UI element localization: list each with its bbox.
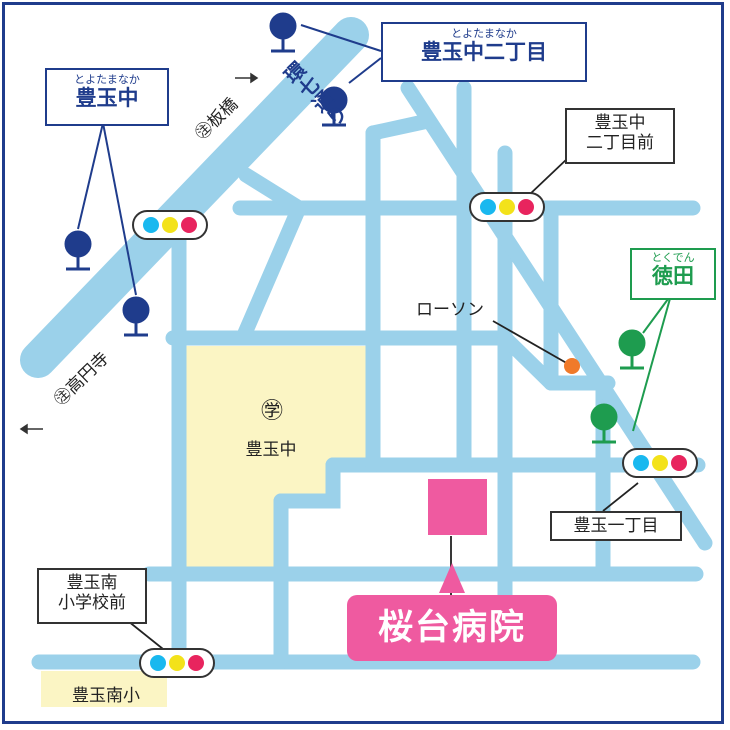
school-icon: ㊫ <box>260 399 283 424</box>
bus-stop-icon <box>590 403 618 444</box>
station-tokuden[interactable]: とくでん 徳田 <box>630 248 716 300</box>
station-leaders <box>77 24 382 296</box>
traffic-signal-icon <box>139 648 215 678</box>
station-toyotamanaka[interactable]: とよたまなか 豊玉中 <box>45 68 169 126</box>
lawson-label: ローソン <box>416 300 484 320</box>
hospital-pointer <box>439 563 465 593</box>
map-canvas[interactable] <box>5 5 724 724</box>
hospital-label[interactable]: 桜台病院 <box>347 595 557 661</box>
traffic-signal-icon <box>469 192 545 222</box>
bus-stop-icon <box>618 329 646 370</box>
station-ruby: とくでん <box>651 251 695 264</box>
traffic-signal-icon <box>132 210 208 240</box>
station-leaders-green <box>632 294 672 432</box>
intersection-toyotamaminami-mae: 豊玉南 小学校前 <box>37 568 147 624</box>
hospital-building <box>428 479 487 535</box>
bus-stop-icon <box>269 12 297 53</box>
map-frame: とよたまなか 豊玉中 とよたまなか 豊玉中二丁目 とくでん 徳田 豊玉中 二丁目… <box>2 2 724 724</box>
traffic-signal-icon <box>622 448 698 478</box>
kannana-road <box>20 17 369 378</box>
station-name: 豊玉中 <box>75 86 139 110</box>
arrow-icon <box>19 423 43 435</box>
station-ruby: とよたまなか <box>74 73 140 86</box>
bus-stop-icon <box>320 86 348 127</box>
intersection-toyotama-1: 豊玉一丁目 <box>550 511 682 541</box>
bus-stop-icon <box>64 230 92 271</box>
station-name: 徳田 <box>652 264 694 288</box>
toyotamaminami-school-area <box>41 671 167 707</box>
school-name: 豊玉中 <box>245 440 297 460</box>
bus-stop-icon <box>122 296 150 337</box>
intersection-toyotamanaka-2-mae: 豊玉中 二丁目前 <box>565 108 675 164</box>
school-area <box>185 346 366 568</box>
station-ruby: とよたまなか <box>451 27 517 40</box>
toyotamaminami-school-label: 豊玉南小 <box>72 686 140 706</box>
lawson-marker <box>564 358 580 374</box>
arrow-icon <box>235 72 259 84</box>
station-name: 豊玉中二丁目 <box>421 40 547 64</box>
station-toyotamanaka-2[interactable]: とよたまなか 豊玉中二丁目 <box>381 22 587 82</box>
